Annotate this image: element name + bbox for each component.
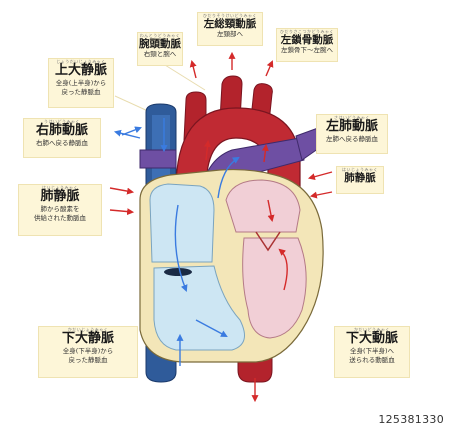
svc-desc-2: 戻った静脈血 xyxy=(61,87,101,96)
brachiocephalic-desc: 右頸と腕へ xyxy=(143,50,177,59)
pulm-vein-left-title: 肺静脈 xyxy=(40,189,80,204)
label-left-pulmonary-artery: さはいどうみゃく 左肺動脈 左肺へ戻る静脈血 xyxy=(316,114,388,154)
pulm-vein-left-desc-2: 供給された動脈血 xyxy=(34,213,86,222)
brachiocephalic-title: 腕頭動脈 xyxy=(139,38,181,50)
label-pulmonary-vein-right: はいじょうみゃく 肺静脈 xyxy=(336,166,384,194)
blue-flow-arrows xyxy=(113,118,240,366)
left-pa-title: 左肺動脈 xyxy=(325,119,378,134)
label-left-subclavian: ひだりさこつかどうみゃく 左鎖骨動脈 左鎖骨下～左腕へ xyxy=(276,28,338,62)
ivc-title: 下大静脈 xyxy=(61,331,114,346)
right-pulmonary-artery xyxy=(139,149,177,169)
svc-title: 上大静脈 xyxy=(54,63,107,78)
label-inferior-vena-cava: かだいじょうみゃく 下大静脈 全身(下半身)から 戻った静脈血 xyxy=(38,326,138,378)
right-pa-desc: 右肺へ戻る静脈血 xyxy=(36,138,88,147)
label-right-pulmonary-artery: うはいどうみゃく 右肺動脈 右肺へ戻る静脈血 xyxy=(23,118,101,158)
left-subclavian-desc: 左鎖骨下～左腕へ xyxy=(281,46,333,55)
left-atrium xyxy=(225,179,301,233)
ivc-desc-1: 全身(下半身)から xyxy=(62,346,114,355)
left-pa-desc: 左肺へ戻る静脈血 xyxy=(326,134,378,143)
label-pulmonary-vein-left: はいじょうみゃく 肺静脈 肺から酸素を 供給された動脈血 xyxy=(18,184,102,236)
svc-desc-1: 全身(上半身)から xyxy=(55,78,107,87)
descending-aorta-desc-2: 送られる動脈血 xyxy=(349,355,395,364)
footer-bar: 125381330 xyxy=(0,409,450,429)
left-carotid-title: 左総頸動脈 xyxy=(203,18,257,30)
right-pa-title: 右肺動脈 xyxy=(35,123,88,138)
right-ventricle xyxy=(153,265,245,351)
right-atrium xyxy=(149,183,215,263)
pulm-vein-left-desc-1: 肺から酸素を xyxy=(40,204,80,213)
label-descending-aorta: かだいどうみゃく 下大動脈 全身(下半身)へ 送られる動脈血 xyxy=(334,326,410,378)
label-left-carotid: ひだりそうけいどうみゃく 左総頸動脈 左頸部へ xyxy=(197,12,263,46)
red-flow-arrows xyxy=(109,51,333,403)
pointer-lines xyxy=(114,64,206,113)
ivc-desc-2: 戻った静脈血 xyxy=(68,355,108,364)
left-carotid-desc: 左頸部へ xyxy=(217,30,243,39)
descending-aorta-title: 下大動脈 xyxy=(345,331,398,346)
descending-aorta-desc-1: 全身(下半身)へ xyxy=(349,346,395,355)
label-superior-vena-cava: じょうだいじょうみゃく 上大静脈 全身(上半身)から 戻った静脈血 xyxy=(48,58,114,108)
stock-id: 125381330 xyxy=(378,413,444,426)
tricuspid-valve xyxy=(164,268,192,276)
left-ventricle xyxy=(242,237,307,339)
pulm-vein-right-title: 肺静脈 xyxy=(344,172,376,184)
label-brachiocephalic: わんとうどうみゃく 腕頭動脈 右頸と腕へ xyxy=(137,32,183,66)
left-subclavian-title: 左鎖骨動脈 xyxy=(280,34,334,46)
mitral-valve xyxy=(255,231,281,252)
